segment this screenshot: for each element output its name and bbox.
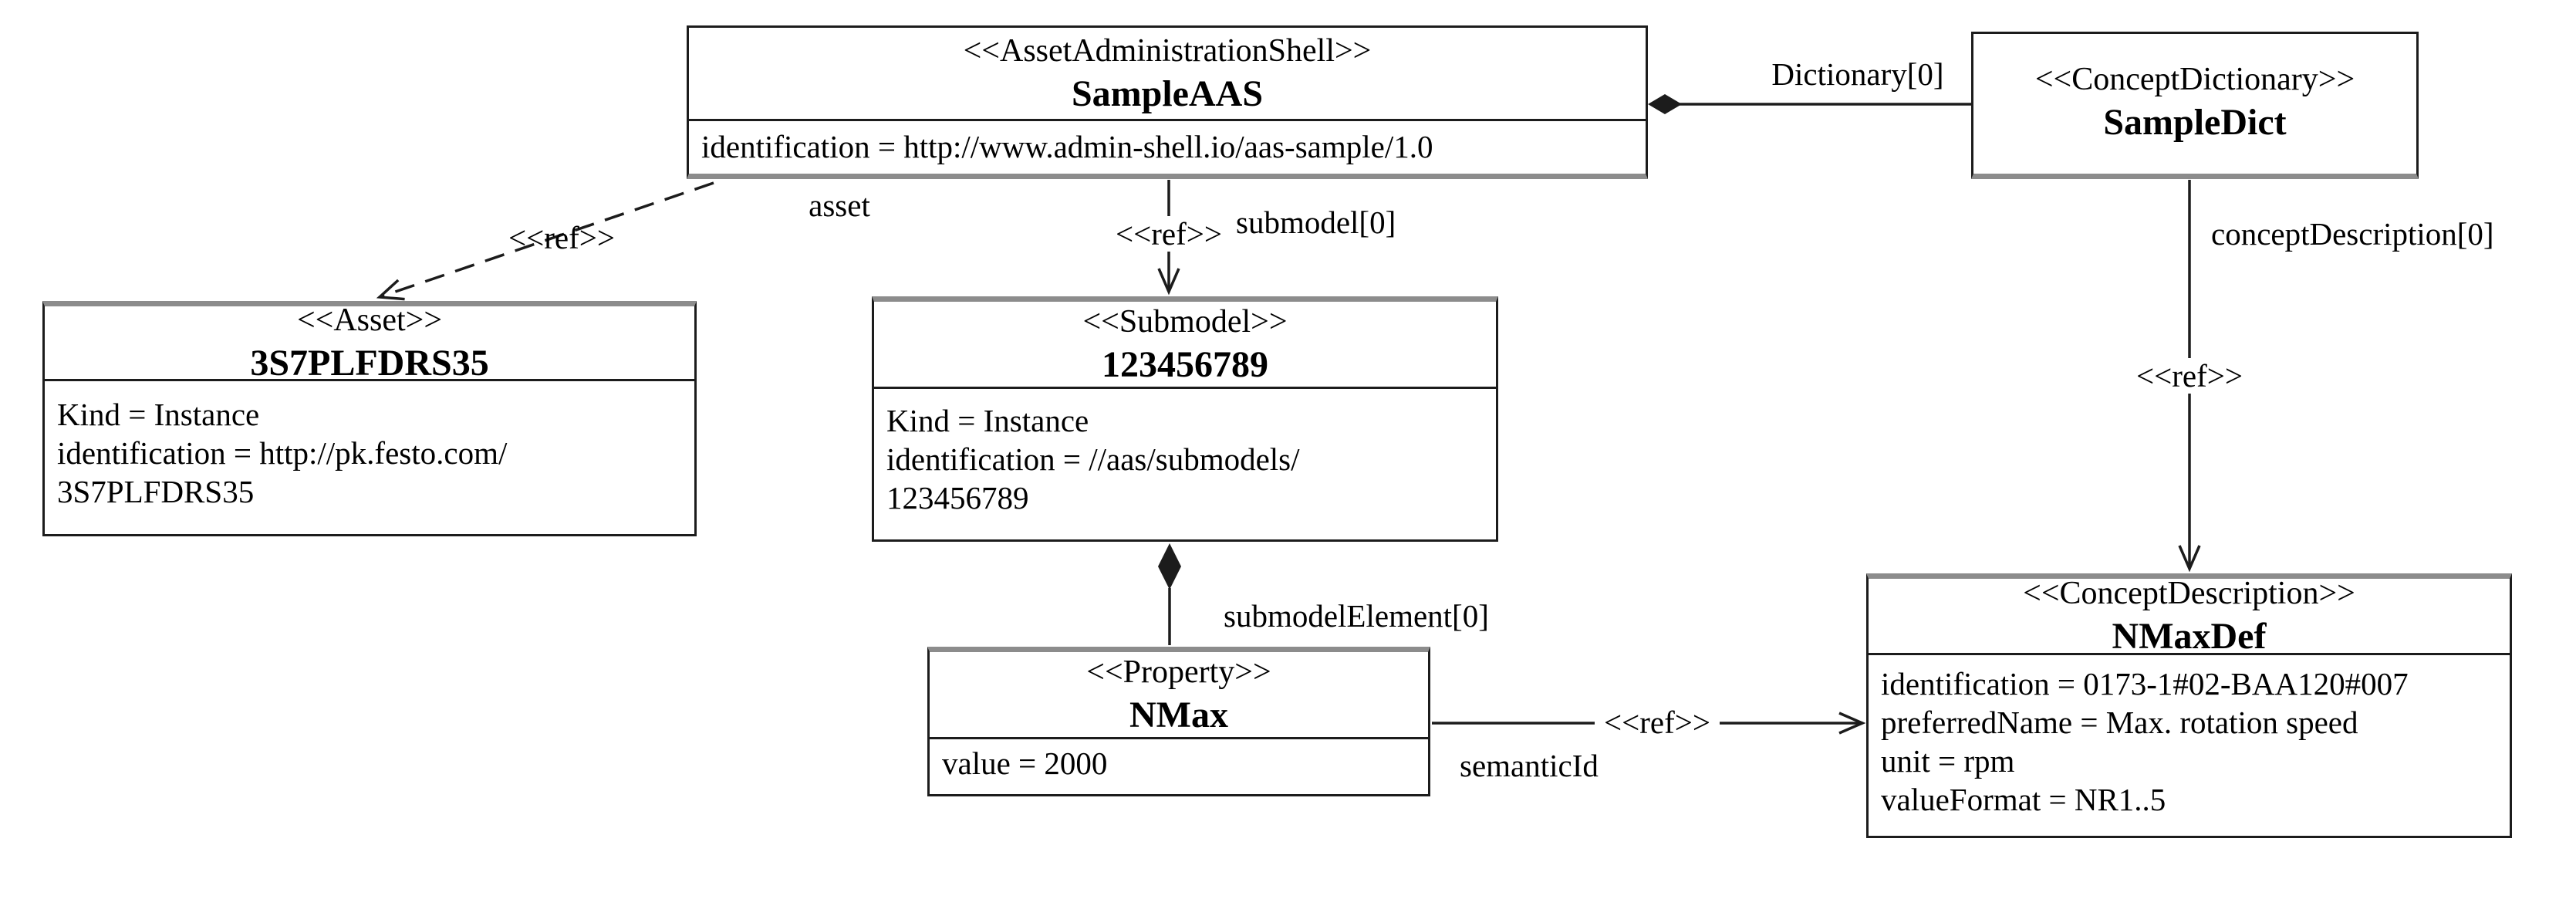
node-title-compartment: <<Submodel>> 123456789 [874, 302, 1496, 387]
uml-node-submodel: <<Submodel>> 123456789 Kind = Instance i… [872, 296, 1498, 542]
node-attributes-compartment: identification = http://www.admin-shell.… [689, 119, 1646, 166]
attribute-line: 123456789 [886, 480, 1029, 516]
stereotype-label: <<Submodel>> [1082, 304, 1288, 340]
ref-stereotype-label: <<ref>> [2127, 358, 2252, 394]
uml-node-property-nmax: <<Property>> NMax value = 2000 [927, 647, 1430, 796]
stereotype-label: <<Property>> [1086, 654, 1271, 690]
object-name: NMax [1129, 695, 1228, 735]
node-attributes-compartment: identification = 0173-1#02-BAA120#007 pr… [1869, 653, 2510, 819]
node-title-compartment: <<Asset>> 3S7PLFDRS35 [45, 303, 694, 383]
uml-node-sample-aas: <<AssetAdministrationShell>> SampleAAS i… [687, 25, 1648, 179]
attribute-line: 3S7PLFDRS35 [57, 474, 255, 509]
dictionary-role-label: Dictionary[0] [1771, 56, 1944, 92]
composition-diamond-icon [1648, 94, 1682, 114]
attribute-line: identification = http://pk.festo.com/ [57, 435, 508, 471]
asset-role-label: asset [809, 188, 870, 223]
ref-stereotype-label: <<ref>> [1106, 216, 1231, 252]
uml-node-concept-description: <<ConceptDescription>> NMaxDef identific… [1866, 573, 2512, 838]
node-title-compartment: <<Property>> NMax [930, 652, 1428, 737]
attribute-line: preferredName = Max. rotation speed [1881, 705, 2358, 740]
uml-node-asset: <<Asset>> 3S7PLFDRS35 Kind = Instance id… [42, 301, 697, 536]
stereotype-label: <<ConceptDictionary>> [2034, 61, 2355, 97]
semantic-id-role-label: semanticId [1460, 748, 1599, 783]
node-title-compartment: <<AssetAdministrationShell>> SampleAAS [689, 28, 1646, 119]
stereotype-label: <<ConceptDescription>> [2023, 576, 2355, 611]
attribute-line: identification = //aas/submodels/ [886, 441, 1300, 477]
node-attributes-compartment: Kind = Instance identification = //aas/s… [874, 387, 1496, 517]
attribute-line: unit = rpm [1881, 743, 2015, 779]
attribute-line: identification = http://www.admin-shell.… [701, 129, 1433, 164]
attribute-line: value = 2000 [942, 745, 1108, 781]
composition-diamond-icon [1158, 543, 1181, 590]
stereotype-label: <<Asset>> [296, 303, 443, 338]
submodel-element-role-label: submodelElement[0] [1224, 598, 1489, 634]
node-attributes-compartment: Kind = Instance identification = http://… [45, 379, 694, 511]
node-title-compartment: <<ConceptDescription>> NMaxDef [1869, 576, 2510, 657]
attribute-line: valueFormat = NR1..5 [1881, 782, 2166, 817]
object-name: 3S7PLFDRS35 [250, 343, 489, 384]
object-name: NMaxDef [2112, 616, 2267, 657]
node-title-compartment: <<ConceptDictionary>> SampleDict [1973, 34, 2416, 169]
stereotype-label: <<AssetAdministrationShell>> [963, 33, 1372, 69]
ref-stereotype-label: <<ref>> [508, 220, 615, 255]
object-name: SampleAAS [1071, 73, 1264, 114]
object-name: 123456789 [1102, 344, 1268, 385]
attribute-line: Kind = Instance [886, 403, 1089, 438]
node-attributes-compartment: value = 2000 [930, 737, 1428, 783]
ref-stereotype-label: <<ref>> [1595, 705, 1720, 740]
concept-description-role-label: conceptDescription[0] [2211, 216, 2494, 252]
attribute-line: Kind = Instance [57, 397, 260, 432]
uml-node-sample-dict: <<ConceptDictionary>> SampleDict [1971, 32, 2419, 179]
attribute-line: identification = 0173-1#02-BAA120#007 [1881, 666, 2409, 701]
object-name: SampleDict [2103, 101, 2287, 143]
asset-ref-edge-line [376, 181, 714, 301]
submodel-role-label: submodel[0] [1236, 205, 1396, 240]
